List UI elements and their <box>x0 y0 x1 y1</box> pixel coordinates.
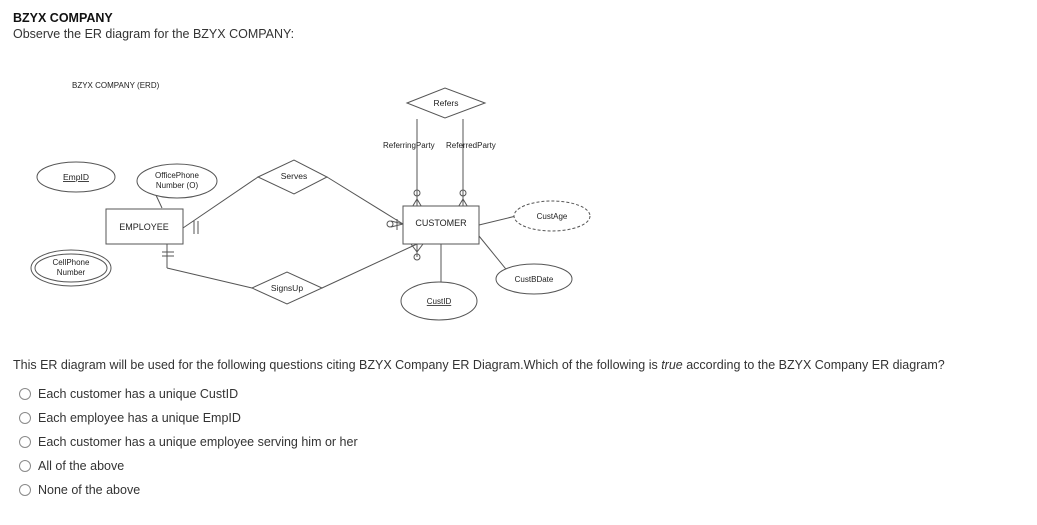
erd-caption: BZYX COMPANY (ERD) <box>72 81 160 90</box>
officephone-attribute <box>136 163 218 199</box>
custbdate-label: CustBDate <box>515 275 554 284</box>
officephone-label-2: Number (O) <box>156 181 199 190</box>
cellphone-label-1: CellPhone <box>53 258 90 267</box>
refers-relationship <box>405 87 487 119</box>
answer-label: Each customer has a unique CustID <box>38 387 239 401</box>
signsup-ring <box>413 253 421 261</box>
signsup-crow-1 <box>410 243 418 253</box>
serves-relationship <box>256 159 329 195</box>
radio-button[interactable] <box>19 484 31 496</box>
empid-attribute <box>36 161 116 193</box>
answer-option-5[interactable]: None of the above <box>19 478 358 502</box>
custbdate-attribute <box>495 263 573 295</box>
employee-serves-line <box>182 176 259 229</box>
refers-label: Refers <box>433 98 458 108</box>
answer-label: Each employee has a unique EmpID <box>38 411 241 425</box>
question-text-start: This ER diagram will be used for the fol… <box>13 358 662 372</box>
serves-customer-line <box>326 176 404 225</box>
page-title: BZYX COMPANY <box>13 11 113 25</box>
radio-button[interactable] <box>19 460 31 472</box>
radio-button[interactable] <box>19 436 31 448</box>
refer-ring-right <box>459 189 467 197</box>
custage-link <box>478 215 517 226</box>
er-diagram: BZYX COMPANY (ERD) Refers Serves SignsUp… <box>30 81 591 321</box>
cellphone-label-2: Number <box>57 268 86 277</box>
question-text-end: according to the BZYX Company ER diagram… <box>682 358 945 372</box>
custage-label: CustAge <box>537 212 568 221</box>
officephone-label-1: OfficePhone <box>155 171 199 180</box>
answer-option-4[interactable]: All of the above <box>19 454 358 478</box>
custid-label: CustID <box>427 297 452 306</box>
empid-label: EmpID <box>63 172 89 182</box>
employee-label: EMPLOYEE <box>119 222 169 232</box>
answer-option-3[interactable]: Each customer has a unique employee serv… <box>19 430 358 454</box>
answer-option-2[interactable]: Each employee has a unique EmpID <box>19 406 358 430</box>
customer-serves-ring <box>386 220 394 228</box>
custage-attribute <box>513 200 591 232</box>
serves-label: Serves <box>281 171 307 181</box>
radio-button[interactable] <box>19 412 31 424</box>
cellphone-attribute-inner <box>34 253 108 283</box>
custid-attribute <box>400 281 478 321</box>
answer-label: Each customer has a unique employee serv… <box>38 435 358 449</box>
signsup-crow-2 <box>416 243 424 253</box>
customer-label: CUSTOMER <box>415 218 467 228</box>
employee-entity <box>105 208 184 245</box>
employee-signsup-line <box>166 267 253 289</box>
radio-button[interactable] <box>19 388 31 400</box>
signsup-customer-line <box>321 243 418 289</box>
signsup-relationship <box>250 271 324 305</box>
referring-party-label: ReferringParty <box>383 141 435 150</box>
answer-label: None of the above <box>38 483 141 497</box>
refer-ring-left <box>413 189 421 197</box>
answer-label: All of the above <box>38 459 125 473</box>
customer-entity <box>402 205 480 245</box>
page-subtitle: Observe the ER diagram for the BZYX COMP… <box>13 27 295 41</box>
answer-options: Each customer has a unique CustID Each e… <box>19 382 358 502</box>
question-text: This ER diagram will be used for the fol… <box>13 358 945 372</box>
signsup-label: SignsUp <box>271 283 303 293</box>
answer-option-1[interactable]: Each customer has a unique CustID <box>19 382 358 406</box>
question-emphasis: true <box>661 358 683 372</box>
referred-party-label: ReferredParty <box>446 141 496 150</box>
